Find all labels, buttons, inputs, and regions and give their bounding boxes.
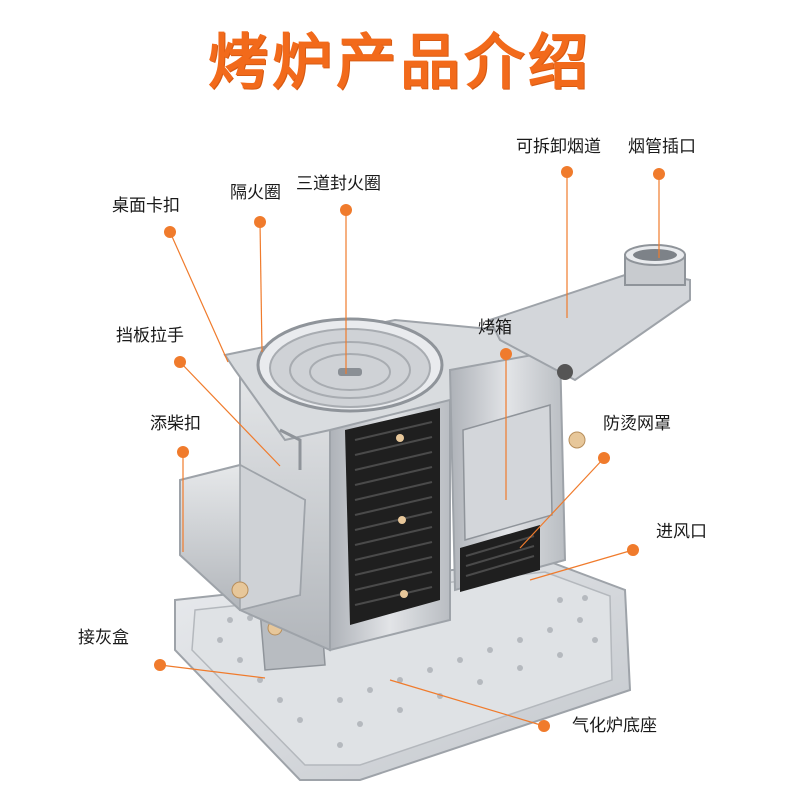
dot-oven-box: [500, 348, 512, 360]
label-baffle-handle: 挡板拉手: [116, 326, 184, 346]
label-desk-clip: 桌面卡扣: [112, 196, 180, 216]
fuel-feed-box: [179, 428, 307, 612]
dot-chimney-removable: [561, 166, 573, 178]
chimney: [488, 244, 691, 382]
dot-base: [538, 720, 550, 732]
leader-lines: [159, 172, 660, 727]
label-fuel-clip: 添柴扣: [150, 414, 201, 434]
label-chimney-port: 烟管插口: [628, 137, 696, 157]
dot-three-ring: [340, 204, 352, 216]
label-anti-burn-mesh: 防烫网罩: [603, 414, 671, 434]
label-air-inlet: 进风口: [656, 522, 707, 542]
label-three-ring: 三道封火圈: [296, 174, 381, 194]
leader-dots: [154, 166, 665, 732]
page-title: 烤炉产品介绍: [208, 28, 592, 98]
dot-chimney-port: [653, 168, 665, 180]
dot-desk-clip: [164, 226, 176, 238]
dot-fuel-clip: [177, 446, 189, 458]
fire-ring: [256, 317, 444, 413]
label-fire-ring: 隔火圈: [230, 183, 281, 203]
dot-air-inlet: [627, 544, 639, 556]
dot-ash-box: [154, 659, 166, 671]
dot-anti-burn-mesh: [598, 452, 610, 464]
oven-box: [448, 348, 586, 592]
dot-baffle-handle: [174, 356, 186, 368]
dot-fire-ring: [254, 216, 266, 228]
label-base: 气化炉底座: [572, 716, 657, 736]
label-chimney-removable: 可拆卸烟道: [516, 137, 601, 157]
label-oven-box: 烤箱: [478, 318, 512, 338]
label-ash-box: 接灰盒: [78, 628, 129, 648]
